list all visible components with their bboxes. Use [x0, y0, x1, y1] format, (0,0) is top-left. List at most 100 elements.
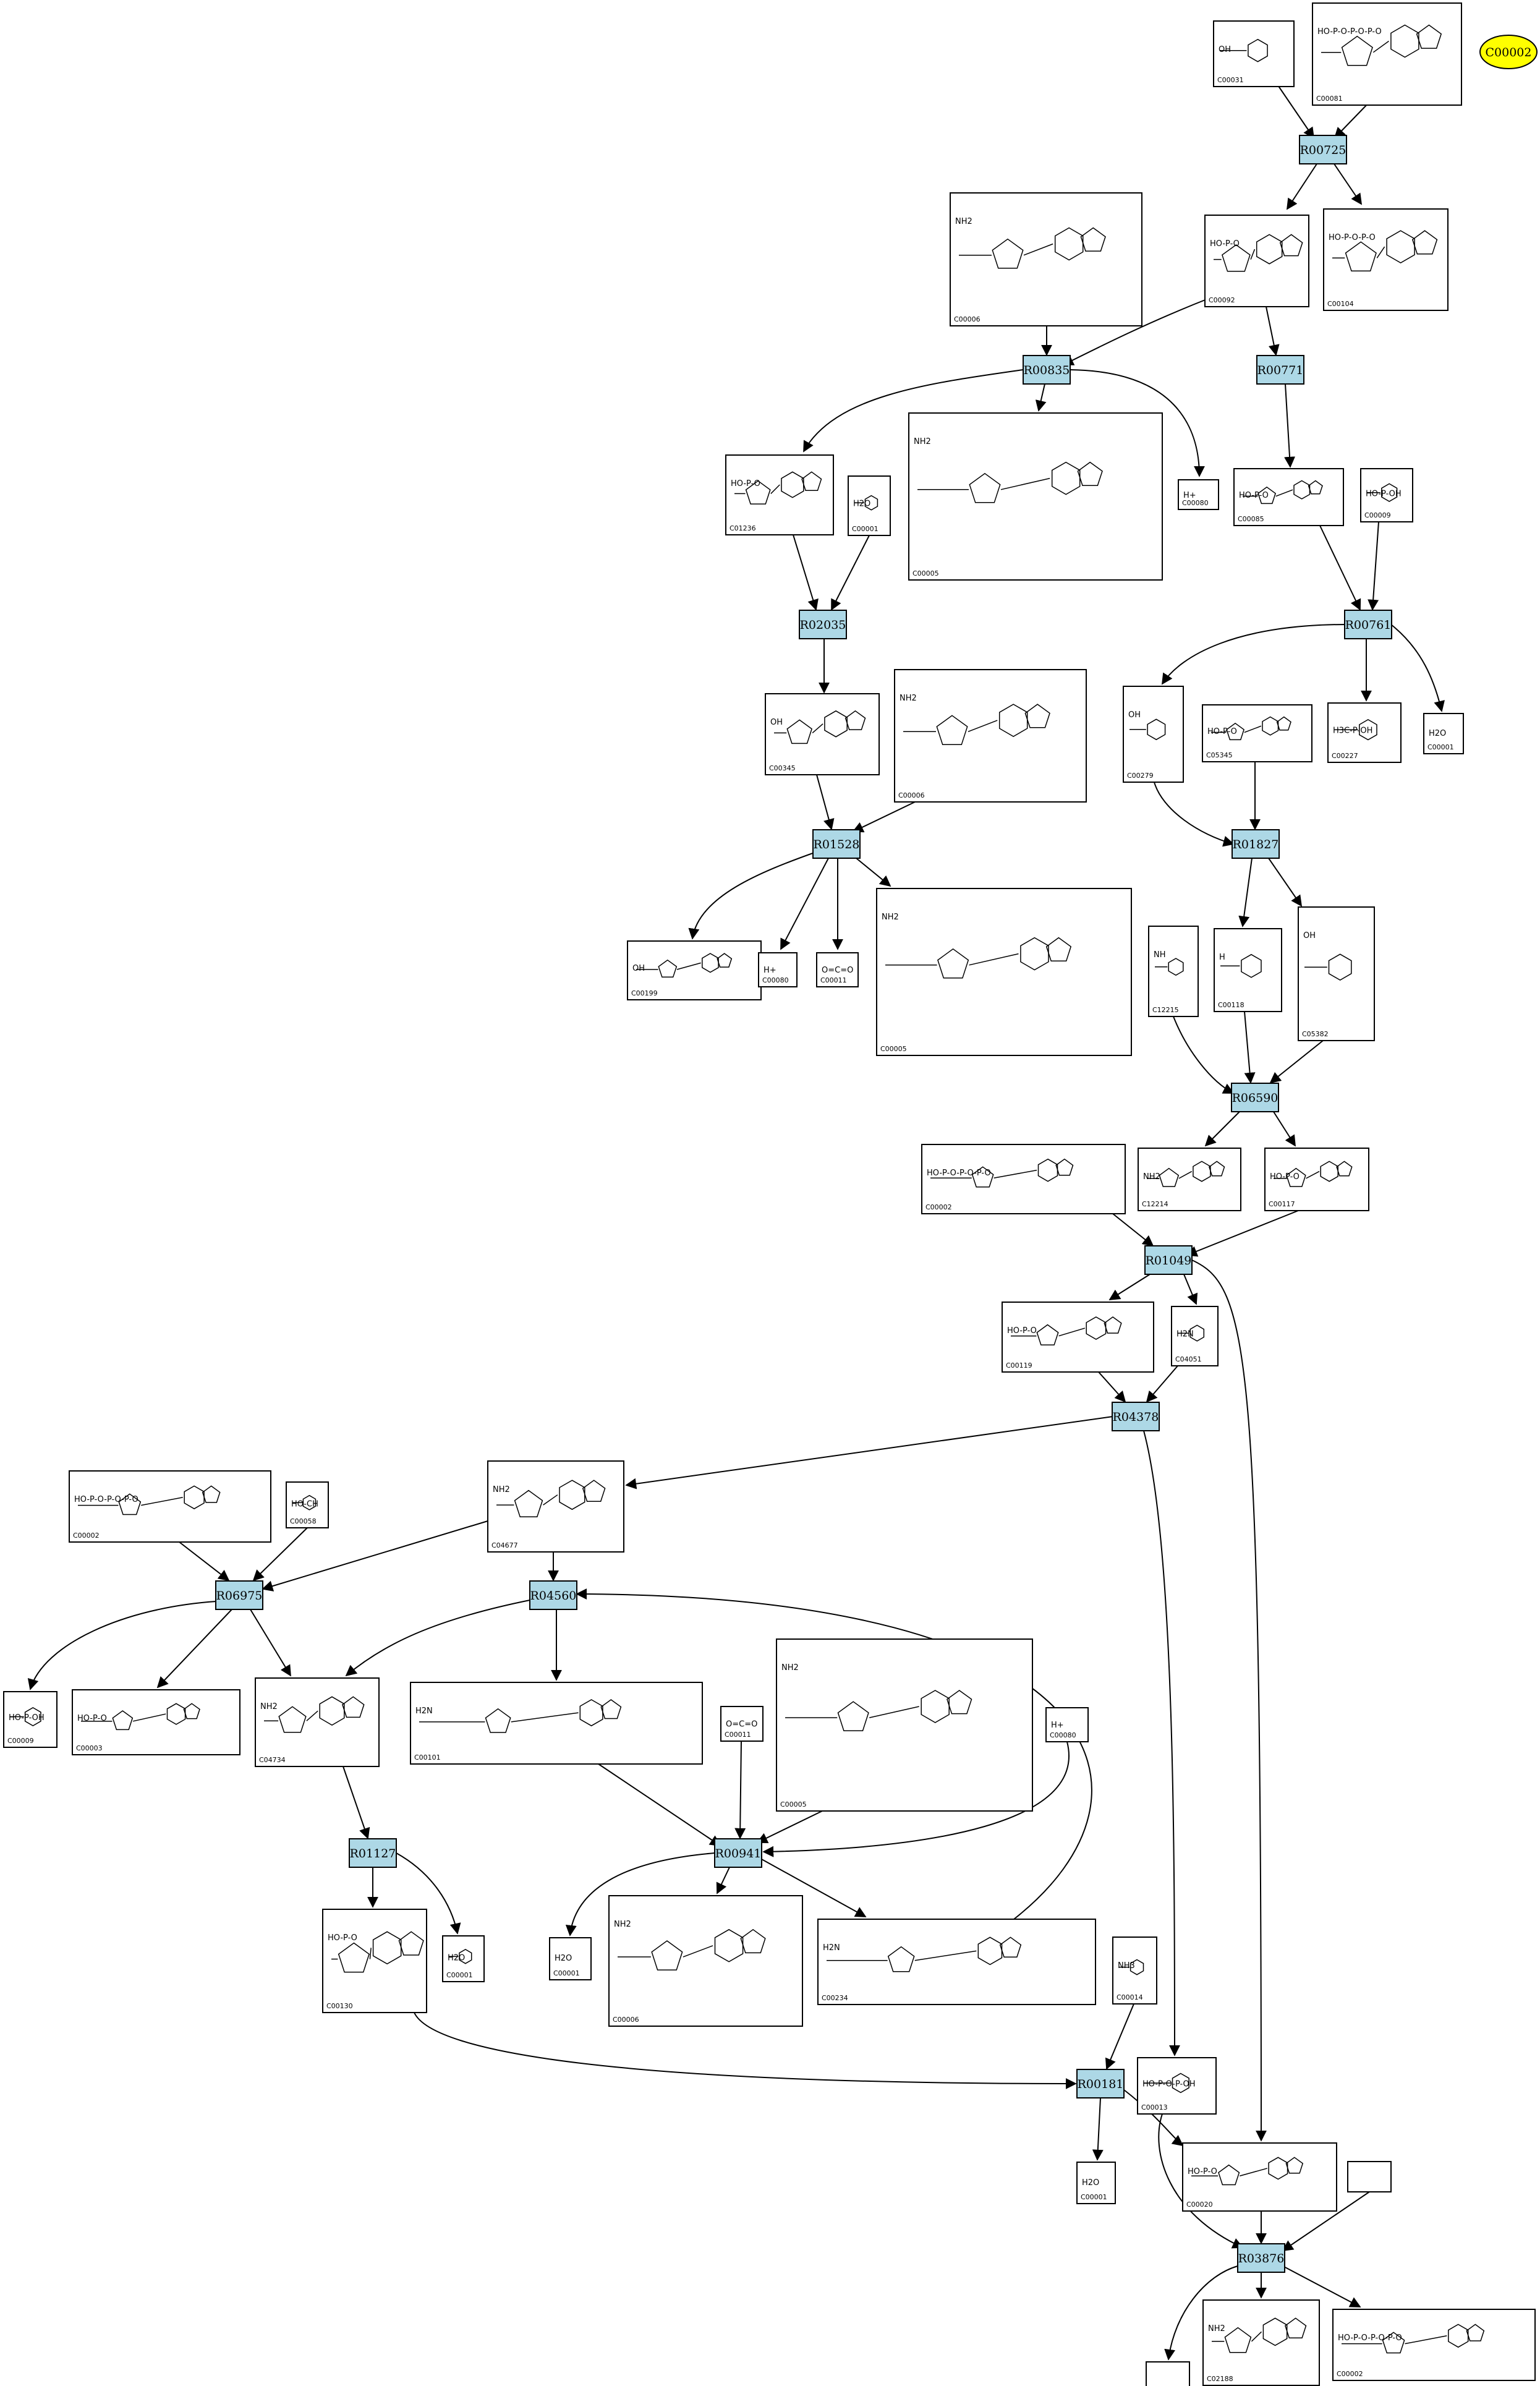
reaction-node[interactable]: R03876 [1237, 2243, 1285, 2273]
reaction-node[interactable]: R06590 [1231, 1083, 1279, 1112]
compound-id-label: C00001 [1427, 743, 1454, 751]
edge-arrow [816, 774, 835, 830]
highlighted-compound[interactable]: C00002 [1479, 35, 1538, 69]
compound-box [921, 1144, 1126, 1214]
compound-id-label: C00080 [1182, 499, 1209, 507]
compound-node[interactable]: H+C00080 [1045, 1707, 1089, 1742]
reaction-node[interactable]: R00771 [1256, 355, 1304, 385]
compound-id-label: C00002 [925, 1203, 952, 1211]
highlight-ellipse [1479, 35, 1538, 69]
compound-node[interactable]: H+C00080 [758, 952, 798, 987]
edge-arrow [762, 1741, 1070, 1857]
reaction-box [349, 1838, 397, 1868]
reaction-node[interactable]: R02035 [799, 610, 847, 639]
compound-id-label: C00234 [822, 1994, 848, 2002]
reaction-node[interactable]: R01049 [1144, 1245, 1193, 1275]
reaction-node[interactable]: R04378 [1112, 1402, 1160, 1431]
compound-box [1202, 2299, 1320, 2386]
reaction-node[interactable]: R01827 [1232, 829, 1280, 859]
reaction-box [1231, 1083, 1279, 1112]
reaction-node[interactable]: R01127 [349, 1838, 397, 1868]
structure-atom-text: OH [1128, 710, 1141, 720]
reaction-node[interactable]: R01528 [812, 829, 861, 859]
reaction-node[interactable]: R00941 [714, 1838, 762, 1868]
edge-arrow [856, 858, 891, 887]
reaction-id-label: R01528 [814, 838, 860, 851]
compound-node[interactable] [1347, 2161, 1392, 2192]
structure-atom-text: H+ [1051, 1721, 1064, 1730]
structure-atom-text: NH3 [1118, 1961, 1135, 1971]
reaction-node[interactable]: R04560 [529, 1580, 577, 1610]
reaction-node[interactable]: R06975 [215, 1580, 263, 1610]
compound-box [1323, 208, 1449, 311]
reaction-node[interactable]: R00181 [1076, 2069, 1125, 2098]
compound-id-label: C02188 [1207, 2375, 1233, 2383]
reaction-id-label: R00835 [1024, 364, 1070, 377]
reaction-node[interactable]: R00835 [1023, 355, 1071, 385]
edge-arrow [1154, 782, 1235, 847]
compound-node[interactable]: H+C00080 [1178, 479, 1219, 510]
edge-arrow [803, 369, 1024, 453]
edge-arrow [852, 801, 916, 833]
reaction-id-label: R06975 [216, 1589, 263, 1603]
reaction-box [1112, 1402, 1160, 1431]
reaction-node[interactable]: R00725 [1299, 135, 1347, 164]
molecule-structure-icon [1321, 24, 1442, 66]
molecule-structure-icon [930, 1158, 1074, 1188]
compound-node[interactable] [1146, 2361, 1190, 2386]
compound-box [1182, 2142, 1337, 2212]
compound-box [1423, 713, 1464, 754]
reaction-node[interactable]: R00761 [1344, 610, 1392, 639]
compound-id-label: C04734 [259, 1756, 286, 1764]
compound-box [1213, 20, 1295, 87]
edge-arrow [1238, 858, 1253, 927]
